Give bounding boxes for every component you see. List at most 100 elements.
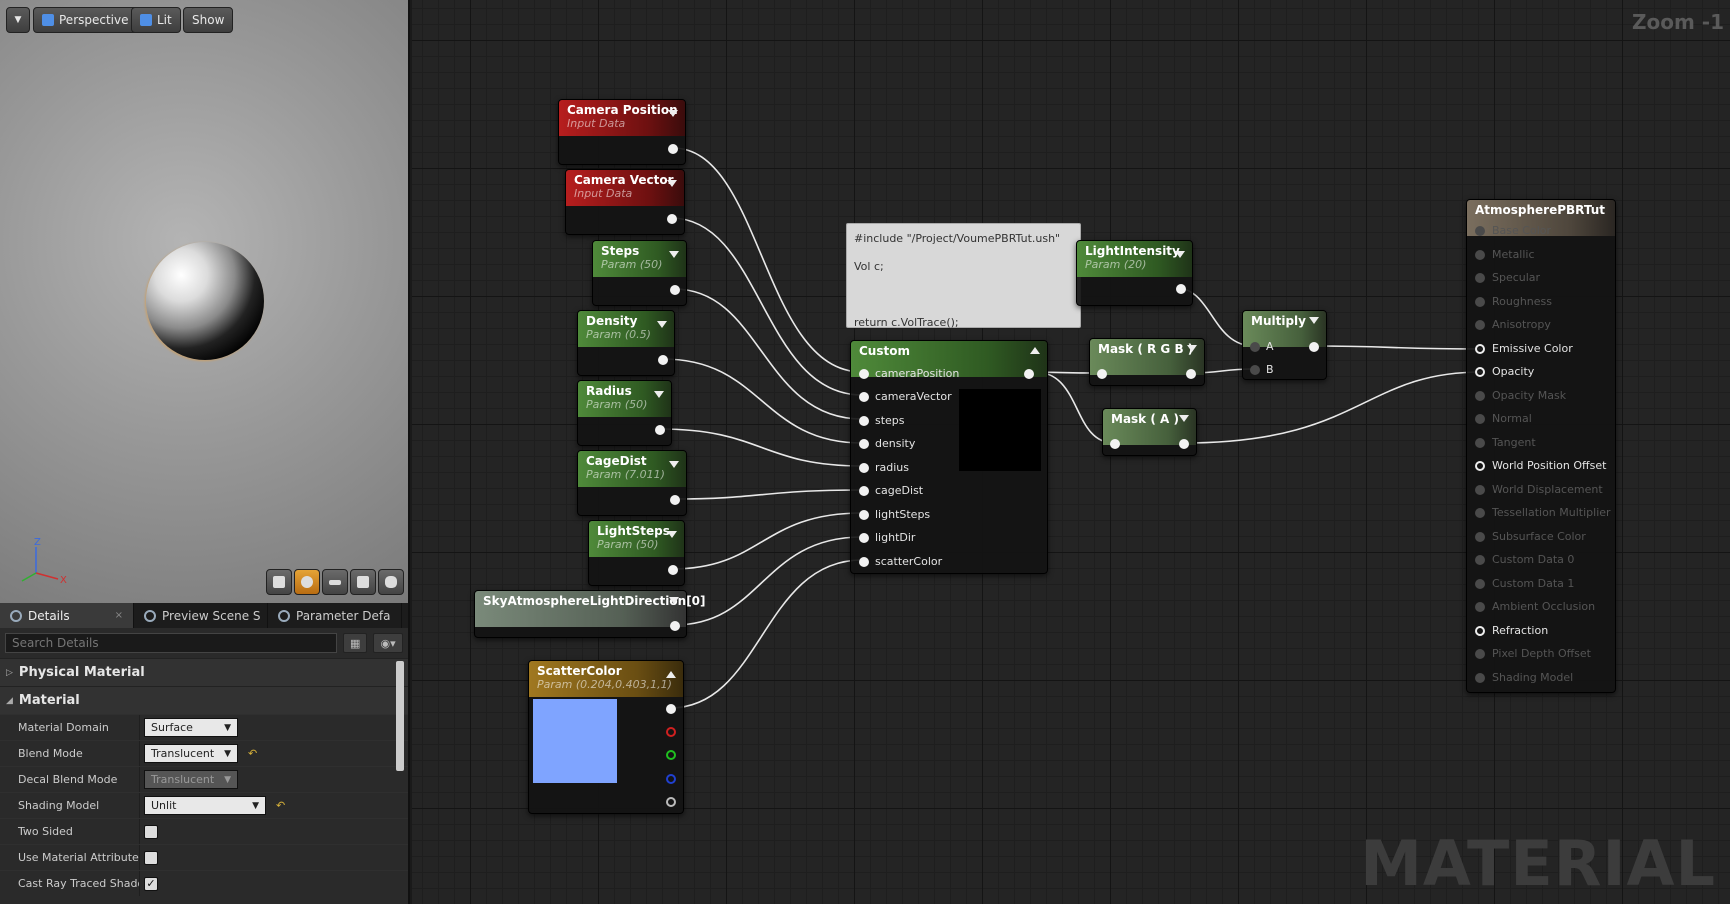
output-pin[interactable] [658,355,668,365]
tab-parameter-defaults[interactable]: Parameter Defa [268,603,402,628]
chevron-down-icon[interactable] [1309,317,1319,324]
output-pin[interactable] [668,144,678,154]
input-pin[interactable] [1475,508,1485,518]
input-pin[interactable] [859,463,869,473]
output-pin[interactable] [670,621,680,631]
details-scrollbar[interactable] [396,661,404,771]
input-pin-a[interactable] [1250,342,1260,352]
output-pin[interactable] [655,425,665,435]
cast-ray-traced-shadows-checkbox[interactable]: ✓ [144,876,158,891]
use-material-attributes-checkbox[interactable] [144,850,158,865]
output-pin-a[interactable] [666,797,676,807]
category-physical-material[interactable]: ▷Physical Material [0,658,408,686]
two-sided-checkbox[interactable] [144,824,158,839]
category-material[interactable]: ◢Material [0,686,408,714]
chevron-down-icon[interactable] [1179,415,1189,422]
input-pin[interactable] [859,439,869,449]
output-pin-r[interactable] [666,727,676,737]
node-custom[interactable]: Custom cameraPosition cameraVector steps… [850,340,1048,574]
input-pin[interactable] [1475,320,1485,330]
reset-arrow-icon[interactable]: ↶ [276,799,286,812]
grid-view-button[interactable]: ▦ [343,633,368,653]
tab-details[interactable]: Details× [0,603,134,628]
cube-preview-button[interactable] [350,569,376,595]
input-pin[interactable] [1475,414,1485,424]
input-pin[interactable] [1475,484,1485,495]
node-sky-atmosphere-light-direction[interactable]: SkyAtmosphereLightDirection[0] [474,590,706,638]
blend-mode-dropdown[interactable]: Translucent▼ [144,744,238,763]
chevron-up-icon[interactable] [666,671,676,678]
input-pin-b[interactable] [1250,365,1260,375]
input-pin[interactable] [859,486,869,496]
node-mask-rgb[interactable]: Mask ( R G B ) [1089,338,1205,386]
chevron-down-icon[interactable] [1187,345,1197,352]
input-pin[interactable] [1475,531,1485,542]
cylinder-preview-button[interactable] [266,569,292,595]
node-mask-a[interactable]: Mask ( A ) [1102,408,1197,456]
shading-model-dropdown[interactable]: Unlit▼ [144,796,266,815]
output-pin[interactable] [1176,284,1186,294]
output-pin-g[interactable] [666,750,676,760]
output-pin[interactable] [1309,342,1319,352]
input-pin[interactable] [1475,226,1485,236]
tab-preview-scene[interactable]: Preview Scene S [134,603,268,628]
output-pin[interactable] [668,565,678,575]
input-pin[interactable] [1475,343,1485,354]
chevron-down-icon[interactable] [667,531,677,538]
input-pin[interactable] [859,392,869,402]
viewport-menu-button[interactable]: ▼ [6,7,30,33]
chevron-down-icon[interactable] [1175,251,1185,258]
output-pin[interactable] [1186,369,1196,379]
chevron-down-icon[interactable] [669,461,679,468]
visibility-options-button[interactable]: ◉▾ [373,633,403,653]
chevron-down-icon[interactable] [668,110,678,117]
input-pin[interactable] [1475,249,1485,260]
input-pin[interactable] [1475,602,1485,612]
input-pin[interactable] [859,533,869,543]
material-domain-dropdown[interactable]: Surface▼ [144,718,238,737]
input-pin[interactable] [1475,390,1485,401]
chevron-down-icon[interactable] [669,251,679,258]
output-pin[interactable] [1179,439,1189,449]
output-pin[interactable] [1024,369,1034,379]
close-icon[interactable]: × [114,610,123,621]
input-pin[interactable] [1475,296,1485,307]
output-pin[interactable] [667,214,677,224]
reset-arrow-icon[interactable]: ↶ [248,747,258,760]
output-pin-b[interactable] [666,774,676,784]
custom-code-bubble[interactable]: #include "/Project/VoumePBRTut.ush" Vol … [846,223,1081,329]
show-button[interactable]: Show [183,7,234,33]
lit-button[interactable]: Lit [131,7,181,33]
input-pin[interactable] [1475,672,1485,683]
output-pin[interactable] [670,495,680,505]
sphere-preview-button[interactable] [294,569,320,595]
output-pin[interactable] [670,285,680,295]
material-graph[interactable]: Zoom -1 MATERIAL Ca [412,0,1730,904]
output-pin-rgba[interactable] [666,704,676,714]
search-details-input[interactable] [5,633,338,653]
chevron-down-icon[interactable] [654,391,664,398]
plane-preview-button[interactable] [322,569,348,595]
input-pin[interactable] [1475,625,1485,636]
chevron-down-icon[interactable] [667,180,677,187]
input-pin[interactable] [859,510,869,520]
input-pin[interactable] [1110,439,1120,449]
chevron-down-icon[interactable] [669,597,679,604]
input-pin[interactable] [1475,273,1485,283]
input-pin[interactable] [1475,578,1485,589]
chevron-up-icon[interactable] [1030,347,1040,354]
input-pin[interactable] [1475,367,1485,377]
input-pin[interactable] [1475,555,1485,565]
input-pin[interactable] [859,416,869,426]
perspective-button[interactable]: Perspective [33,7,138,33]
